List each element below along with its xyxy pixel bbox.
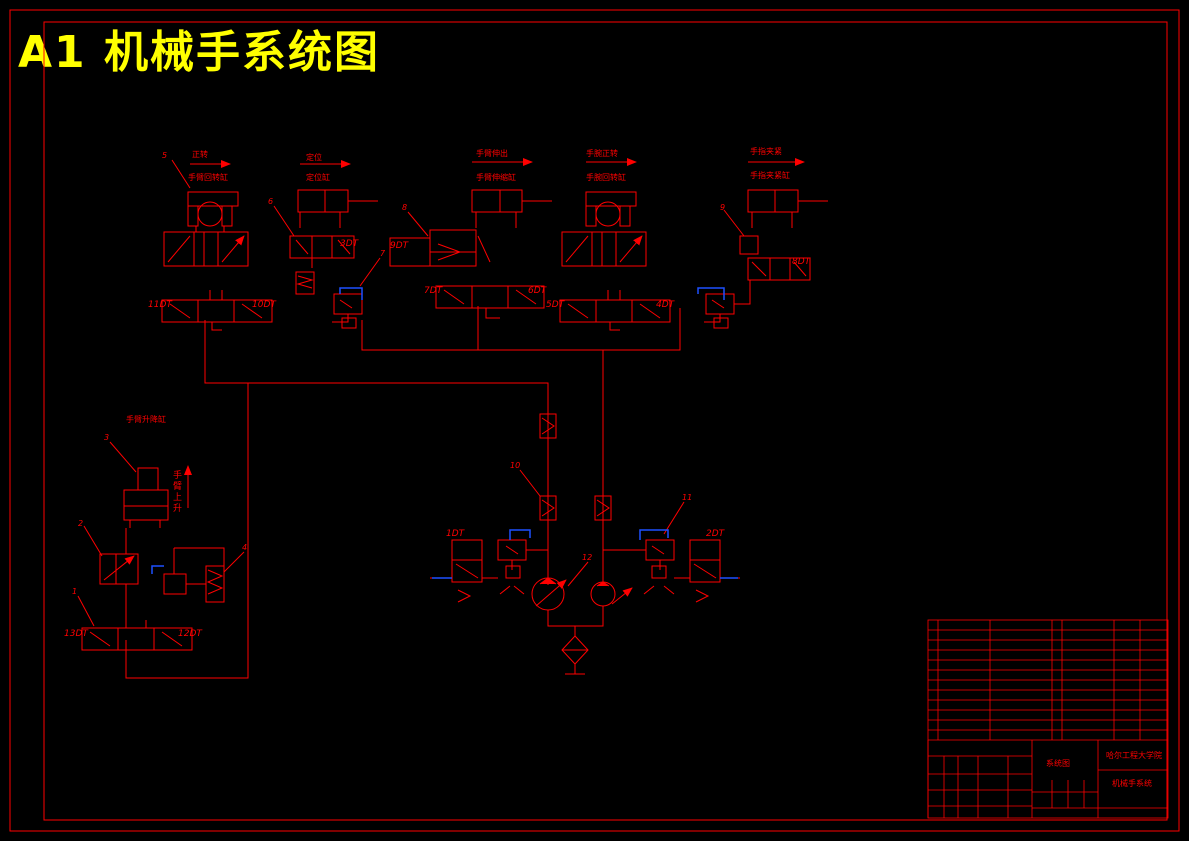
title-block-school: 哈尔工程大学院 (1106, 750, 1162, 760)
item-3: 3 (104, 433, 109, 442)
item-6: 6 (268, 197, 273, 206)
item-7: 7 (380, 249, 386, 258)
solenoid-7dt: 7DT (424, 286, 444, 296)
solenoid-12dt: 12DT (178, 629, 203, 639)
throttle-2 (99, 528, 139, 620)
solenoid-3dt: 3DT (340, 239, 360, 249)
item-5: 5 (162, 151, 167, 160)
label-cyl3-name: 手臂升降缸 (126, 414, 166, 424)
pointer-1 (77, 595, 95, 627)
label-cyl9-name: 手指夹紧缸 (750, 170, 790, 180)
label-cyl5-action: 正转 (192, 149, 208, 159)
solenoid-valve-2dt (674, 539, 740, 603)
inner-frame (43, 21, 1168, 821)
valve-1 (81, 620, 193, 678)
pressure-valve-7 (332, 293, 363, 329)
pointer-3 (109, 441, 137, 473)
label-cyl5-name: 手臂回转缸 (188, 172, 228, 182)
solenoid-10dt: 10DT (252, 300, 277, 310)
check-valve-10 (539, 495, 557, 521)
label-cylmid-name: 手腕回转缸 (586, 172, 626, 182)
item-1: 1 (72, 587, 77, 596)
item-10: 10 (510, 461, 520, 470)
outer-frame (9, 9, 1180, 832)
relief-valve-11 (603, 539, 675, 595)
main-line-top (361, 308, 681, 351)
pointer-7 (359, 257, 381, 287)
throttle-pair-5 (163, 232, 248, 267)
pointer-8 (407, 211, 429, 237)
valve-7dt (435, 285, 545, 319)
label-cyl6-name: 定位缸 (306, 172, 330, 182)
item-8: 8 (402, 203, 407, 212)
check-valve-right (594, 495, 612, 521)
tank-filter (561, 635, 589, 675)
pump-right (590, 581, 633, 607)
item-4: 4 (242, 543, 247, 552)
solenoid-2dt: 2DT (706, 529, 726, 539)
valve-5 (161, 290, 273, 331)
solenoid-valve-1dt (430, 539, 498, 603)
pointer-12 (567, 561, 589, 587)
positioning-cylinder-6 (297, 189, 378, 228)
pointer-6 (273, 205, 295, 237)
label-cyl8-name: 手臂伸缩缸 (476, 172, 516, 182)
item-2: 2 (78, 519, 83, 528)
rotation-cylinder-5 (187, 191, 239, 232)
wrist-rotation-cylinder (585, 191, 637, 227)
valve-9 (704, 235, 811, 329)
pump-suction (547, 606, 604, 636)
label-cyl8-action: 手臂伸出 (476, 148, 508, 158)
solenoid-1dt: 1DT (446, 529, 466, 539)
title-block (927, 619, 1169, 819)
solenoid-8dt: 8DT (792, 257, 812, 267)
check-valve-upper (539, 413, 557, 439)
label-cylmid-action: 手腕正转 (586, 148, 618, 158)
solenoid-13dt: 13DT (64, 629, 89, 639)
solenoid-11dt: 11DT (148, 300, 173, 310)
title-block-subject: 机械手系统 (1112, 778, 1152, 788)
solenoid-5dt: 5DT (546, 300, 566, 310)
item-9: 9 (720, 203, 725, 212)
solenoid-6dt: 6DT (528, 286, 548, 296)
pointer-9 (723, 209, 745, 237)
item-11: 11 (682, 493, 692, 502)
gripper-cylinder-9 (747, 189, 828, 228)
pump-left-12 (531, 577, 567, 611)
pointer-4 (223, 551, 245, 573)
valve-mid (559, 290, 671, 331)
pointer-2 (83, 525, 103, 557)
lift-cylinder-3 (123, 465, 192, 528)
drawing-title: A1 机械手系统图 (18, 27, 380, 78)
main-line-left (204, 320, 549, 585)
label-cyl9-action: 手指夹紧 (750, 146, 782, 156)
arm-extension-cylinder-8 (471, 189, 552, 228)
pointer-11 (663, 501, 685, 535)
throttle-pair-mid (561, 232, 646, 267)
title-block-drawing-name: 系统图 (1046, 758, 1070, 768)
pilot-lines (151, 287, 738, 579)
valve-8 (389, 229, 491, 267)
valve-6 (289, 235, 355, 295)
label-cyl3-action: 手臂上升 (171, 469, 182, 514)
solenoid-4dt: 4DT (656, 300, 676, 310)
solenoid-9dt: 9DT (390, 241, 410, 251)
relief-valve-left (497, 539, 548, 595)
item-12: 12 (582, 553, 592, 562)
label-cyl6-action: 定位 (306, 152, 322, 162)
pointer-5 (171, 159, 191, 189)
pointer-10 (519, 469, 541, 497)
relief-valve-4 (163, 547, 225, 603)
